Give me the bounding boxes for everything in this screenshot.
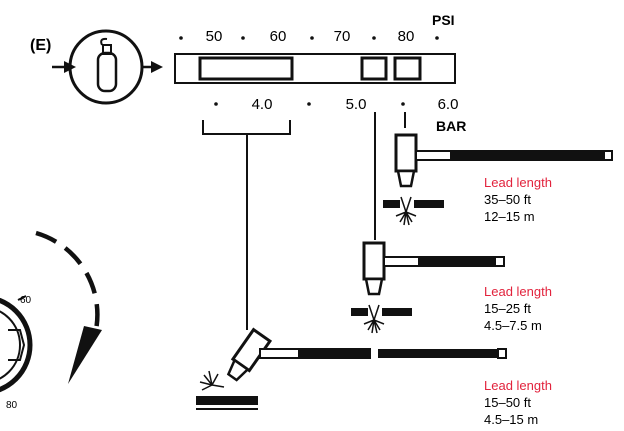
lead-length-title: Lead length	[484, 378, 552, 393]
gauge-tick-label: 80	[6, 400, 18, 411]
psi-tick-label: 50	[206, 28, 223, 45]
gas-flow-group	[52, 29, 163, 105]
range-6-bar	[393, 56, 422, 81]
lead-length-meters: 4.5–7.5 m	[484, 318, 542, 333]
spark-icon	[383, 196, 444, 226]
range-4-bar	[198, 56, 294, 81]
bar-tick-label: 4.0	[252, 96, 273, 113]
spark-icon	[351, 304, 412, 334]
partial-gauge-icon: 60 80	[0, 295, 33, 411]
lead-length-title: Lead length	[484, 284, 552, 299]
lead-length-title: Lead length	[484, 175, 552, 190]
psi-tick-label: 80	[398, 28, 415, 45]
flow-arrow-icon	[151, 61, 163, 73]
psi-unit-label: PSI	[432, 12, 455, 28]
rotation-arrow-icon	[35, 230, 102, 384]
pressure-bar	[174, 53, 456, 84]
lead-setting-1: Lead length 35–50 ft 12–15 m	[484, 175, 552, 224]
gas-cylinder-icon	[96, 37, 118, 93]
bar-tick-label: 5.0	[346, 96, 367, 113]
lead-length-meters: 12–15 m	[484, 209, 535, 224]
lead-length-feet: 15–50 ft	[484, 395, 531, 410]
bar-tick-label: 6.0	[438, 96, 459, 113]
bar-unit-label: BAR	[436, 118, 466, 134]
range-4-leader	[202, 120, 291, 330]
lead-length-meters: 4.5–15 m	[484, 412, 538, 427]
lead-setting-3: Lead length 15–50 ft 4.5–15 m	[484, 378, 552, 427]
section-label: (E)	[30, 37, 51, 54]
lead-length-feet: 35–50 ft	[484, 192, 531, 207]
range-5-bar	[360, 56, 388, 81]
bar-scale: 4.0 5.0 6.0 BAR	[214, 96, 466, 134]
lead-length-feet: 15–25 ft	[484, 301, 531, 316]
psi-tick-label: 60	[270, 28, 287, 45]
lead-setting-2: Lead length 15–25 ft 4.5–7.5 m	[484, 284, 552, 333]
spark-icon	[196, 370, 258, 410]
psi-scale: 50 60 70 80 PSI	[179, 12, 455, 45]
torch-icon	[394, 133, 613, 188]
torch-icon	[226, 327, 507, 382]
psi-tick-label: 70	[334, 28, 351, 45]
torch-icon	[362, 241, 505, 296]
gauge-tick-label: 60	[20, 295, 32, 306]
